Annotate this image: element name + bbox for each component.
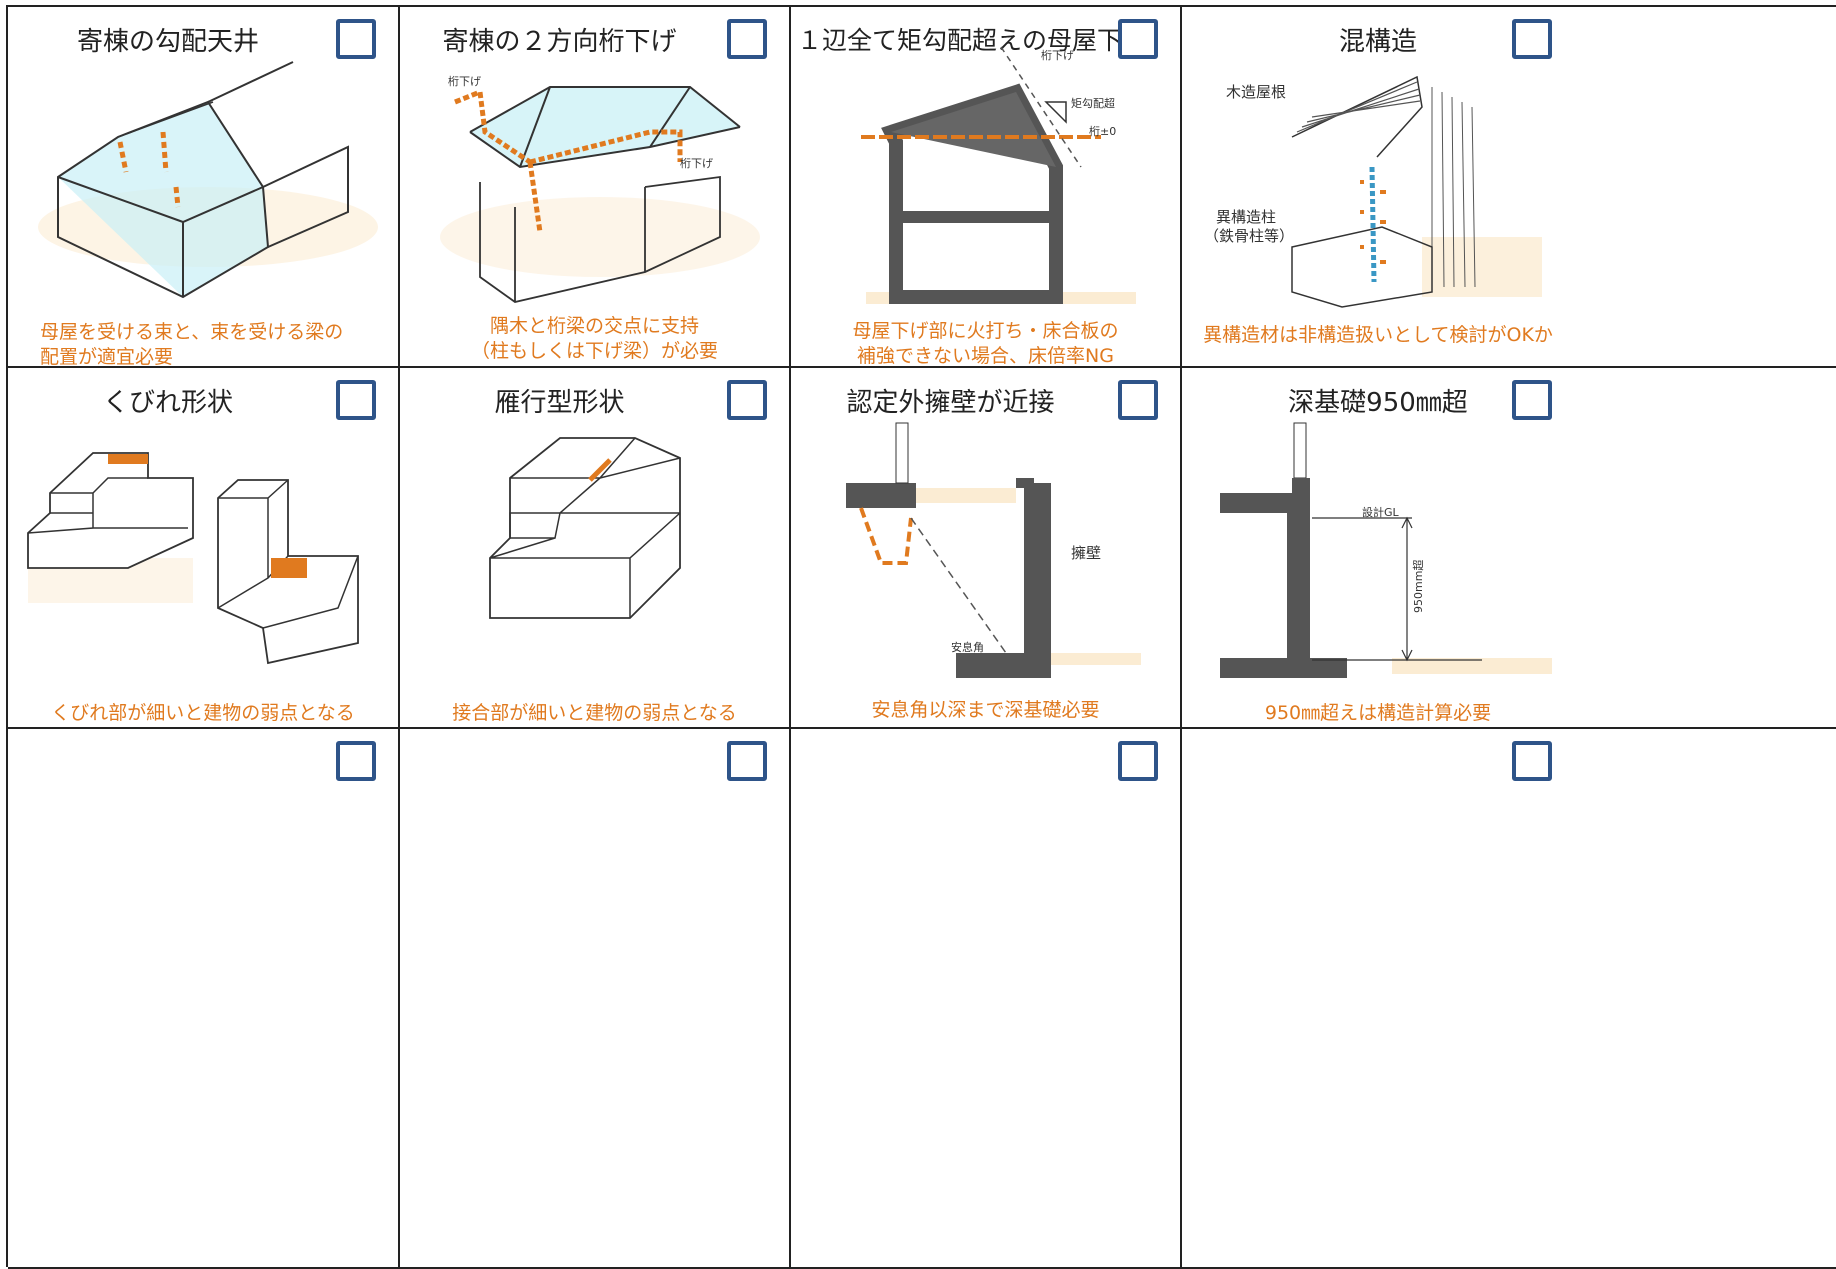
label-eave-drop: 桁下げ [1041,48,1074,62]
cell-title: 深基礎950㎜超 [1288,388,1468,418]
label-wood-roof: 木造屋根 [1226,83,1286,101]
sketch-hipped-roof [38,61,378,299]
label-design-gl: 設計GL [1362,505,1400,519]
checklist-grid: 寄棟の勾配天井 母屋を受ける束と、束を受ける梁の 配置が適宜必要 寄棟の２方向桁… [6,5,1836,1269]
checkbox[interactable] [1512,380,1552,420]
cell-empty-4 [1182,729,1836,1269]
checkbox[interactable] [1118,380,1158,420]
checkbox[interactable] [1512,19,1552,59]
caption-line: くびれ部が細いと建物の弱点となる [51,702,355,724]
cell-deep-foundation: 深基礎950㎜超 設計GL 950mm超 950㎜超えは構造計算必要 [1182,368,1836,729]
caption-line: 補強できない場合、床倍率NG [857,345,1114,367]
checkbox[interactable] [1118,741,1158,781]
checkbox[interactable] [727,741,767,781]
cell-title: 雁行型形状 [494,388,625,418]
label-repose-angle: 安息角 [951,640,984,654]
caption-line: 接合部が細いと建物の弱点となる [452,702,737,724]
caption-line: 950㎜超えは構造計算必要 [1264,702,1492,724]
sketch-retaining-wall: 擁壁 安息角 [846,422,1141,678]
cell-hybrid-structure: 混構造 木造屋根 異構造柱 （鉄骨柱等） 異構造材は非構造扱いとして検討がOKか [1182,7,1836,368]
label-retaining-wall: 擁壁 [1071,544,1101,562]
checkbox[interactable] [727,380,767,420]
caption-line: 異構造材は非構造扱いとして検討がOKか [1203,324,1553,346]
label-eave-drop-2: 桁下げ [680,156,713,170]
cell-title: 認定外擁壁が近接 [846,388,1055,418]
cell-retaining-wall: 認定外擁壁が近接 擁壁 安息角 安息角以深まで深基礎必要 [791,368,1182,729]
checkbox[interactable] [1512,741,1552,781]
checkbox[interactable] [1118,19,1158,59]
label-other-column: 異構造柱 [1216,208,1276,226]
cell-title: 寄棟の勾配天井 [76,27,259,57]
checkbox[interactable] [336,741,376,781]
checkbox[interactable] [727,19,767,59]
checkbox[interactable] [336,19,376,59]
caption-line: 隅木と桁梁の交点に支持 [489,315,699,337]
cell-purlin-drop-steep: １辺全て矩勾配超えの母屋下げ 桁下げ 矩勾配超 桁±0 母屋下げ部に火打ち・床合… [791,7,1182,368]
sketch-waisted-blocks [27,452,359,665]
sketch-hybrid-structure: 木造屋根 異構造柱 （鉄骨柱等） [1204,75,1542,308]
sketch-section-steep-roof: 桁下げ 矩勾配超 桁±0 [861,46,1136,304]
label-steel-column: （鉄骨柱等） [1204,227,1294,245]
caption-line: 配置が適宜必要 [40,346,174,368]
cell-staggered-shape: 雁行型形状 接合部が細いと建物の弱点となる [400,368,791,729]
cell-title: １辺全て矩勾配超えの母屋下げ [797,26,1148,55]
caption-line: 母屋下げ部に火打ち・床合板の [852,320,1119,342]
caption-line: 母屋を受ける束と、束を受ける梁の [40,321,344,343]
sketch-staggered-blocks [489,437,681,619]
cell-hipped-slope-ceiling: 寄棟の勾配天井 母屋を受ける束と、束を受ける梁の 配置が適宜必要 [8,7,400,368]
cell-empty-1 [8,729,400,1269]
sketch-two-way-eave: 桁下げ 桁下げ [440,74,760,303]
cell-waisted-shape: くびれ形状 くびれ部が細いと建物の弱点となる [8,368,400,729]
cell-empty-3 [791,729,1182,1269]
cell-title: 混構造 [1338,27,1417,57]
caption-line: 安息角以深まで深基礎必要 [871,699,1100,721]
cell-empty-2 [400,729,791,1269]
label-eave-zero: 桁±0 [1089,124,1116,138]
cell-hipped-two-way-eave-drop: 寄棟の２方向桁下げ 桁下げ 桁下げ 隅木と桁梁の交点に支持 （柱もしくは下げ梁）… [400,7,791,368]
caption-line: （柱もしくは下げ梁）が必要 [470,340,718,362]
label-eave-drop-1: 桁下げ [448,74,481,88]
sketch-deep-foundation: 設計GL 950mm超 [1220,422,1552,678]
cell-title: くびれ形状 [102,388,233,418]
label-950mm: 950mm超 [1411,560,1425,613]
checkbox[interactable] [336,380,376,420]
label-over-slope: 矩勾配超 [1071,96,1115,110]
cell-title: 寄棟の２方向桁下げ [442,27,677,57]
